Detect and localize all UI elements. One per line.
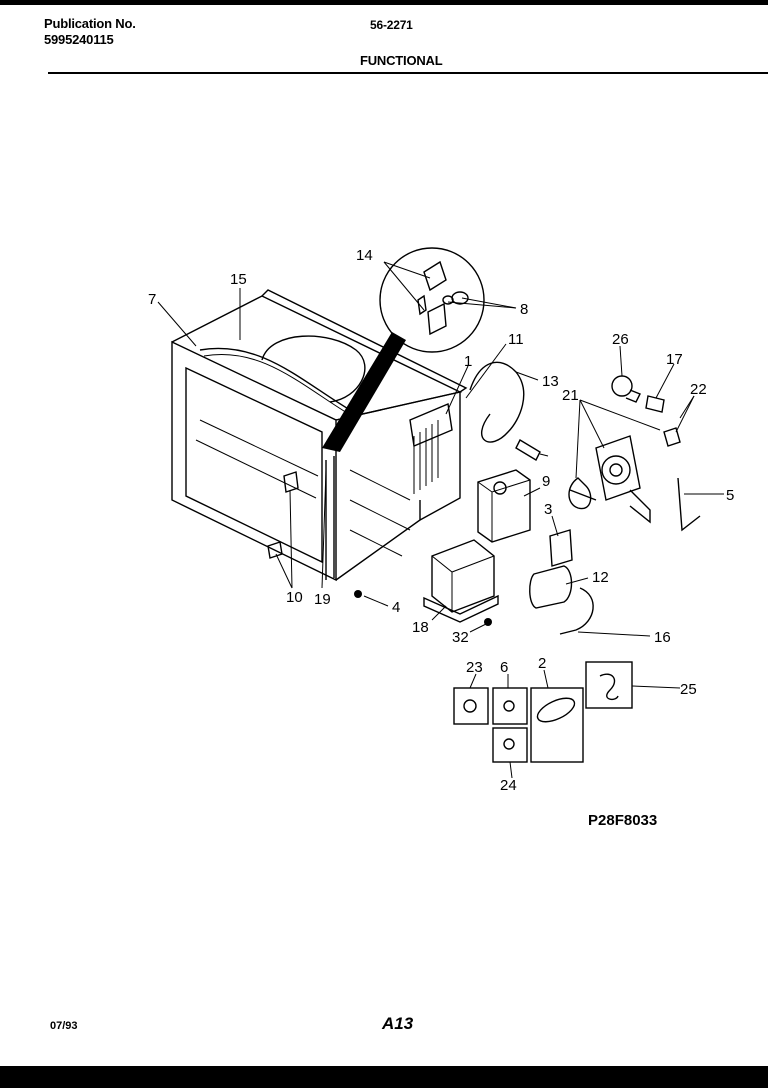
callout-12: 12 <box>592 569 609 586</box>
page-number: A13 <box>382 1014 414 1033</box>
callout-23: 23 <box>466 659 483 676</box>
publication-label: Publication No. <box>44 16 136 31</box>
callout-26: 26 <box>612 331 629 348</box>
callout-17: 17 <box>666 351 683 368</box>
top-scan-border <box>0 0 768 5</box>
model-number: 56-2271 <box>370 18 413 32</box>
callout-15: 15 <box>230 271 247 288</box>
callout-25: 25 <box>680 681 697 698</box>
revision-date: 07/93 <box>50 1020 78 1032</box>
callout-16: 16 <box>654 629 671 646</box>
callout-24: 24 <box>500 777 517 794</box>
callout-5: 5 <box>726 487 734 504</box>
callout-19: 19 <box>314 591 331 608</box>
detail-magnifier <box>322 247 485 452</box>
callout-6: 6 <box>500 659 508 676</box>
callout-3: 3 <box>544 501 552 518</box>
bottom-scan-border <box>0 1066 768 1088</box>
callout-14: 14 <box>356 247 373 264</box>
section-title: FUNCTIONAL <box>360 53 443 68</box>
fan-assembly <box>568 375 701 532</box>
transformer <box>423 539 499 623</box>
callout-32: 32 <box>452 629 469 646</box>
inset-parts <box>453 661 633 763</box>
callout-8: 8 <box>520 301 528 318</box>
small-fasteners <box>267 471 492 626</box>
callout-18: 18 <box>412 619 429 636</box>
callout-4: 4 <box>392 599 400 616</box>
diagram-code: P28F8033 <box>588 812 658 829</box>
callout-21: 21 <box>562 387 579 404</box>
publication-number: 5995240115 <box>44 32 114 47</box>
callout-numbers: 14 8 15 7 11 1 13 26 17 22 21 9 5 3 12 1… <box>148 247 734 794</box>
header-rule <box>48 72 768 74</box>
callout-9: 9 <box>542 473 550 490</box>
callout-7: 7 <box>148 291 156 308</box>
callout-1: 1 <box>464 353 472 370</box>
callout-13: 13 <box>542 373 559 390</box>
capacitor-assembly <box>529 529 594 635</box>
callout-2: 2 <box>538 655 546 672</box>
callout-22: 22 <box>690 381 707 398</box>
leader-lines <box>157 261 724 779</box>
magnetron <box>477 469 531 543</box>
callout-10: 10 <box>286 589 303 606</box>
callout-11: 11 <box>508 331 524 348</box>
cabinet-assembly <box>171 289 468 582</box>
